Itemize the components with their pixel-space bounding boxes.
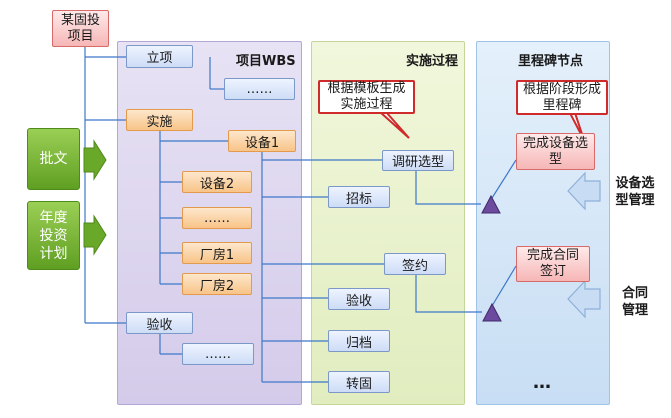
step-zhuangu: 转固 [328,371,390,393]
contract-management-label: 合同 管理 [621,286,648,318]
annual-plan-block: 年度 投资 计划 [27,201,80,270]
step-yanshou: 验收 [328,288,390,310]
wbs-title: 项目WBS [236,54,296,69]
step-guidang: 归档 [328,330,390,352]
milestone-callout: 根据阶段形成 里程碑 [516,80,608,115]
milestone-more: … [533,372,553,393]
wbs-yanshou-sub: …… [182,343,254,365]
plan-arrow [83,214,107,256]
milestone-marker-1 [481,194,501,214]
process-title: 实施过程 [406,54,459,69]
wbs-changfang2: 厂房2 [182,273,252,295]
process-callout: 根据模板生成 实施过程 [318,80,415,114]
equipment-management-label: 设备选 型管理 [615,176,655,208]
approval-block: 批文 [27,128,80,190]
milestone-contract: 完成合同 签订 [516,246,590,282]
wbs-dots: …… [182,207,252,229]
equipment-arrow [567,171,601,211]
wbs-shebei2: 设备2 [182,171,252,193]
approval-arrow [83,139,107,181]
milestone-marker-2 [482,302,502,322]
step-zhaobiao: 招标 [328,186,390,208]
step-qianyue: 签约 [384,253,446,275]
process-callout-tail [366,111,410,139]
contract-arrow [567,279,601,319]
step-diaoyan: 调研选型 [382,150,454,171]
wbs-lixiang-sub: …… [224,78,295,100]
wbs-lixiang: 立项 [126,45,193,68]
wbs-shebei1: 设备1 [228,130,296,152]
wbs-yanshou: 验收 [126,312,193,334]
milestone-title: 里程碑节点 [518,54,584,69]
wbs-shishi: 实施 [126,109,193,131]
milestone-equipment: 完成设备选 型 [516,133,595,170]
project-node: 某固投 项目 [52,10,109,47]
wbs-changfang1: 厂房1 [182,242,252,264]
